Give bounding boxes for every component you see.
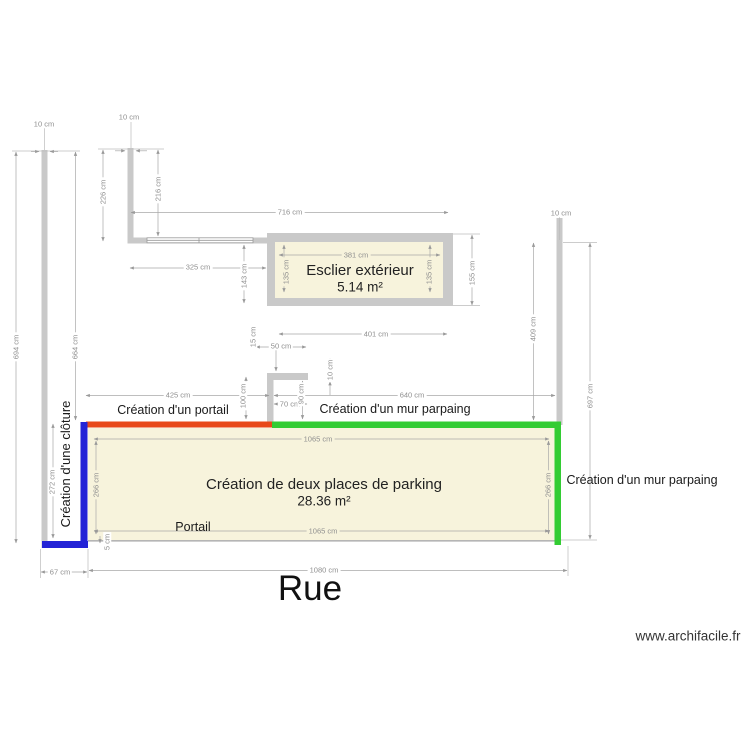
dim-label: 266 cm [543, 470, 553, 500]
portail-line[interactable] [86, 421, 272, 428]
room-parking-area: 28.36 m² [297, 493, 351, 509]
window-glyph[interactable] [146, 237, 254, 244]
dim-label: 10 cm [31, 119, 57, 129]
dim-label: 640 cm [397, 390, 427, 400]
dim-label: 10 cm [116, 112, 142, 122]
dim-label: 266 cm [91, 470, 101, 500]
mur-parpaing-top-line[interactable] [272, 421, 561, 429]
room-parking-title: Création de deux places de parking [206, 475, 442, 493]
dim-label: 10 cm [325, 357, 335, 383]
dim-label: 716 cm [275, 207, 305, 217]
wall-left[interactable] [41, 150, 48, 548]
annotation-mur-parpaing-mid: Création d'un mur parpaing [319, 402, 471, 417]
room-esclier-area: 5.14 m² [337, 279, 383, 295]
annotation-portail-top: Création d'un portail [117, 403, 229, 418]
dim-label: 1065 cm [306, 526, 340, 536]
dim-label: 272 cm [47, 467, 57, 497]
dim-label: 401 cm [361, 329, 391, 339]
dim-label: 67 cm [47, 567, 73, 577]
dim-label: 5 cm [102, 531, 112, 553]
dim-label: 381 cm [341, 250, 371, 260]
annotation-mur-parpaing-right: Création d'un mur parpaing [566, 473, 718, 488]
annotation-cloture: Création d'une clôture [57, 400, 73, 528]
dim-label: 50 cm [268, 341, 294, 351]
dim-label: 1080 cm [307, 565, 341, 575]
dim-label: 90 cm [296, 381, 306, 407]
wall-right[interactable] [556, 218, 563, 425]
dim-label: 155 cm [467, 258, 477, 288]
dim-label: 425 cm [163, 390, 193, 400]
dim-label: 10 cm [548, 208, 574, 218]
room-esclier-title: Esclier extérieur [306, 261, 414, 279]
room-parking-floor[interactable] [88, 428, 555, 541]
extension-lines [12, 122, 597, 578]
watermark: www.archifacile.fr [635, 628, 741, 644]
cloture-horizontal-line[interactable] [42, 541, 88, 548]
mur-parpaing-right-line[interactable] [554, 421, 562, 546]
dim-label: 226 cm [98, 177, 108, 207]
dim-label: 697 cm [585, 381, 595, 411]
dim-label: 70 cm [277, 399, 303, 409]
dim-label: 409 cm [528, 314, 538, 344]
dim-label: 664 cm [70, 332, 80, 362]
dim-label: 135 cm [281, 257, 291, 287]
wall-mid-top[interactable] [127, 148, 134, 244]
wall-small-horizontal[interactable] [267, 373, 308, 380]
dim-label: 135 cm [424, 257, 434, 287]
annotation-portail-bottom: Portail [175, 520, 211, 535]
dim-label: 325 cm [183, 262, 213, 272]
wall-small-vertical[interactable] [267, 373, 274, 424]
dim-label: 216 cm [153, 174, 163, 204]
dim-label: 694 cm [11, 332, 21, 362]
dim-label: 15 cm [248, 324, 258, 350]
cloture-vertical-line[interactable] [80, 422, 88, 548]
street-label: Rue [277, 568, 343, 608]
dim-label: 1065 cm [301, 434, 335, 444]
dim-label: 143 cm [239, 261, 249, 291]
dim-label: 100 cm [238, 381, 248, 411]
